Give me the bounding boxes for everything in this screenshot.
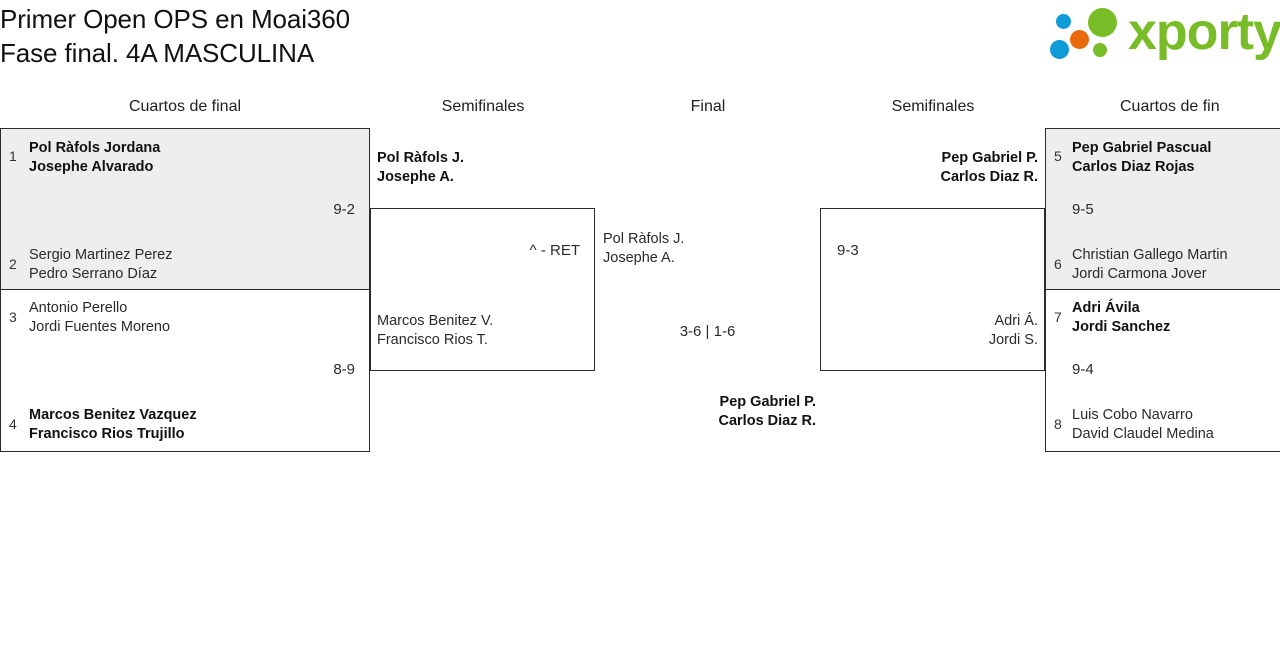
logo-dot-blue-top xyxy=(1056,14,1071,29)
seed-number: 2 xyxy=(9,256,17,272)
player-2: Carlos Diaz Rojas xyxy=(1072,159,1195,175)
player-2: Josephe A. xyxy=(603,250,675,266)
player-1: Luis Cobo Navarro xyxy=(1072,407,1193,423)
player-1: Pep Gabriel P. xyxy=(719,394,816,410)
player-2: Carlos Diaz R. xyxy=(940,169,1039,185)
logo-dot-green-small xyxy=(1093,43,1107,57)
round-header-quarterfinals-left: Cuartos de final xyxy=(128,98,242,115)
team-name-bottom: Adri Á. Jordi S. xyxy=(821,312,1038,350)
logo-dot-green-large xyxy=(1088,8,1117,37)
player-2: David Claudel Medina xyxy=(1072,426,1214,442)
match-left-semifinal[interactable]: ^ - RET Marcos Benitez V. Francisco Rios… xyxy=(370,208,595,371)
seed-number: 7 xyxy=(1054,309,1062,325)
match-score: 3-6 | 1-6 xyxy=(679,323,736,340)
player-2: Josephe A. xyxy=(377,169,454,185)
title-line-2: Fase final. 4A MASCULINA xyxy=(0,38,315,68)
round-header-semifinals-left: Semifinales xyxy=(441,98,525,115)
round-header-final: Final xyxy=(690,98,726,115)
team-name-bottom: Sergio Martinez Perez Pedro Serrano Díaz xyxy=(29,246,172,284)
team-name-final-champion: Pep Gabriel P. Carlos Diaz R. xyxy=(0,393,817,431)
match-left-qf-1[interactable]: 1 Pol Ràfols Jordana Josephe Alvarado 9-… xyxy=(0,128,370,290)
team-name-top: Pol Ràfols Jordana Josephe Alvarado xyxy=(29,139,160,177)
player-1: Christian Gallego Martin xyxy=(1072,247,1228,263)
match-score: 9-3 xyxy=(837,242,859,259)
seed-number: 1 xyxy=(9,148,17,164)
player-1: Pep Gabriel Pascual xyxy=(1072,140,1212,156)
page-title: Primer Open OPS en Moai360 Fase final. 4… xyxy=(0,2,350,70)
match-right-semifinal[interactable]: 9-3 Adri Á. Jordi S. xyxy=(820,208,1045,371)
player-1: Marcos Benitez Vazquez xyxy=(29,407,197,423)
team-name-bottom: Luis Cobo Navarro David Claudel Medina xyxy=(1072,406,1214,444)
player-2: Josephe Alvarado xyxy=(29,159,154,175)
xporty-logo[interactable]: xporty xyxy=(1048,3,1280,62)
player-2: Francisco Rios Trujillo xyxy=(29,426,185,442)
logo-dots-icon xyxy=(1048,6,1134,62)
player-1: Sergio Martinez Perez xyxy=(29,247,173,263)
seed-number: 6 xyxy=(1054,256,1062,272)
seed-number: 5 xyxy=(1054,148,1062,164)
logo-dot-orange xyxy=(1070,30,1089,49)
round-header-quarterfinals-right: Cuartos de fin xyxy=(1120,98,1220,115)
player-1: Marcos Benitez V. xyxy=(377,313,494,329)
player-1: Pol Ràfols J. xyxy=(603,231,685,247)
player-2: Jordi S. xyxy=(988,332,1038,348)
player-2: Jordi Carmona Jover xyxy=(1072,266,1207,282)
page-header: Primer Open OPS en Moai360 Fase final. 4… xyxy=(0,0,1280,92)
team-name-top: Adri Ávila Jordi Sanchez xyxy=(1072,299,1170,337)
match-final[interactable]: Pol Ràfols J. Josephe A. 3-6 | 1-6 xyxy=(595,208,820,371)
player-1: Adri Á. xyxy=(994,313,1038,329)
title-line-1: Primer Open OPS en Moai360 xyxy=(0,4,351,34)
team-name-bottom: Christian Gallego Martin Jordi Carmona J… xyxy=(1072,246,1228,284)
player-2: Jordi Sanchez xyxy=(1072,319,1171,335)
match-score: 8-9 xyxy=(333,361,355,378)
seed-number: 8 xyxy=(1054,416,1062,432)
seed-number: 3 xyxy=(9,309,17,325)
player-1: Pol Ràfols Jordana xyxy=(29,140,161,156)
match-score: 9-2 xyxy=(333,201,355,218)
player-2: Jordi Fuentes Moreno xyxy=(29,319,171,335)
team-name-top: Antonio Perello Jordi Fuentes Moreno xyxy=(29,299,170,337)
player-2: Francisco Rios T. xyxy=(377,332,488,348)
match-left-qf-2[interactable]: 3 Antonio Perello Jordi Fuentes Moreno 8… xyxy=(0,290,370,452)
player-2: Carlos Diaz R. xyxy=(718,413,817,429)
player-1: Adri Ávila xyxy=(1072,300,1140,316)
player-1: Pol Ràfols J. xyxy=(377,150,465,166)
match-right-qf-2[interactable]: 7 Adri Ávila Jordi Sanchez 9-4 8 Luis Co… xyxy=(1045,290,1280,452)
logo-wordmark: xporty xyxy=(1128,3,1280,61)
match-score: ^ - RET xyxy=(529,242,580,259)
match-score: 9-5 xyxy=(1072,201,1094,218)
team-name-final-top: Pol Ràfols J. Josephe A. xyxy=(603,230,684,268)
player-1: Antonio Perello xyxy=(29,300,128,316)
match-score: 9-4 xyxy=(1072,361,1094,378)
seed-number: 4 xyxy=(9,416,17,432)
team-name-bottom: Marcos Benitez Vazquez Francisco Rios Tr… xyxy=(29,406,197,444)
team-name-right-sf-top: Pep Gabriel P. Carlos Diaz R. xyxy=(820,149,1039,187)
team-name-top: Pep Gabriel Pascual Carlos Diaz Rojas xyxy=(1072,139,1211,177)
player-2: Pedro Serrano Díaz xyxy=(29,266,158,282)
round-header-semifinals-right: Semifinales xyxy=(891,98,975,115)
logo-dot-blue-bottom xyxy=(1050,40,1069,59)
player-1: Pep Gabriel P. xyxy=(941,150,1038,166)
match-right-qf-1[interactable]: 5 Pep Gabriel Pascual Carlos Diaz Rojas … xyxy=(1045,128,1280,290)
team-name-bottom: Marcos Benitez V. Francisco Rios T. xyxy=(377,312,493,350)
team-name-left-sf-top: Pol Ràfols J. Josephe A. xyxy=(377,149,464,187)
